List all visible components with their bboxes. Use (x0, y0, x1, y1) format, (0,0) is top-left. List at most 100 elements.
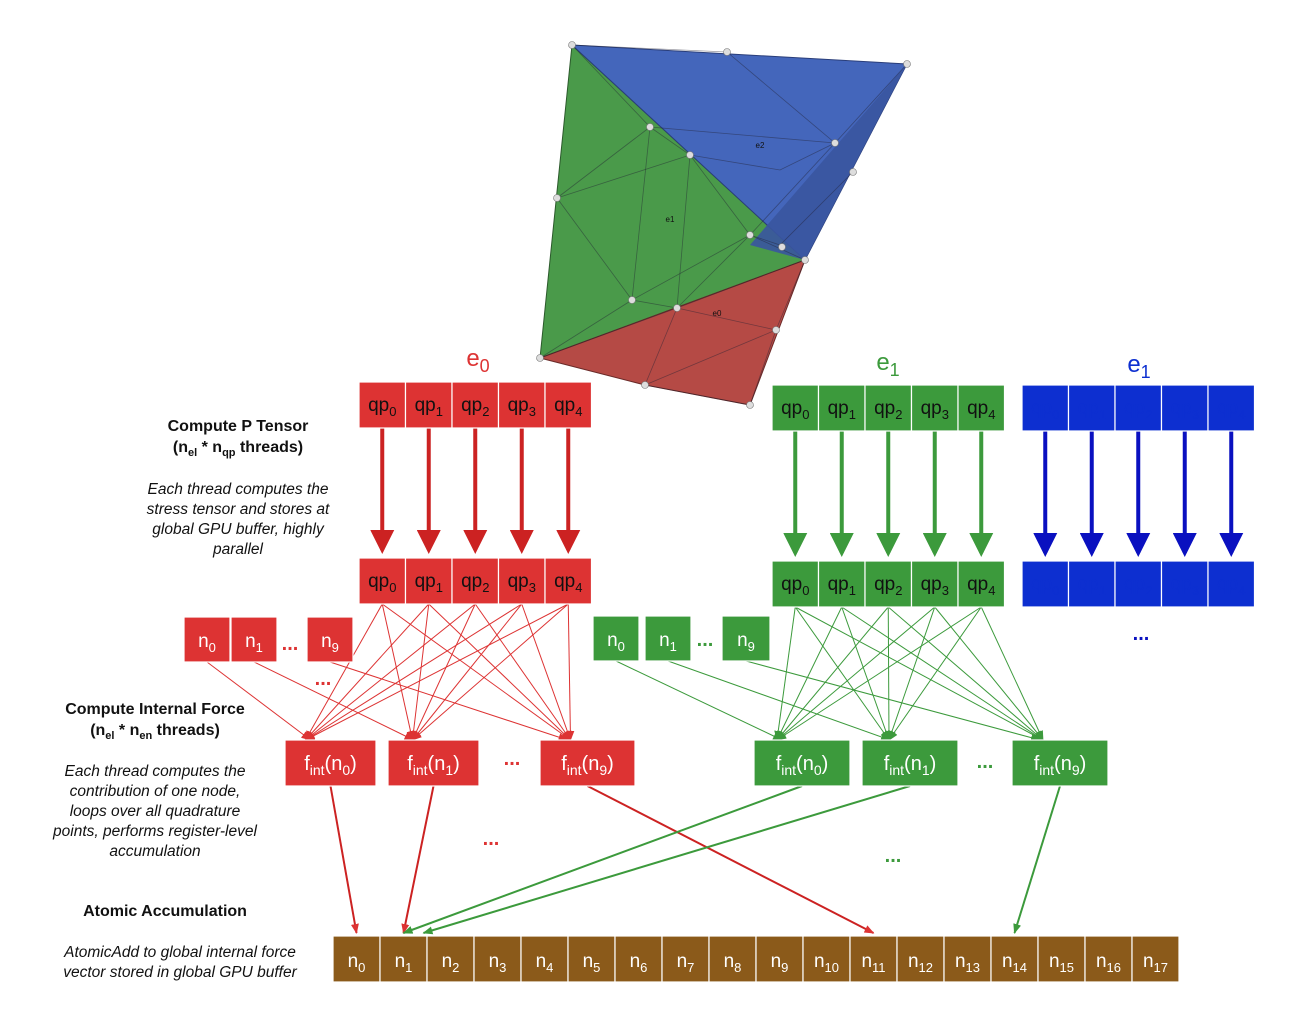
qp-label-bottom-e1-blue-1: qp1 (1078, 574, 1106, 598)
node-label-e1-1: n1 (659, 630, 677, 654)
node-to-fint-e0-1 (253, 661, 415, 741)
p-tensor-threads: (nel * nqp threads) (172, 439, 304, 460)
qp-label-top-e0-2: qp2 (461, 395, 489, 419)
global-vector-label-9: n9 (771, 951, 789, 975)
qp-to-fint-e0-1-0 (304, 603, 430, 741)
qp-to-fint-e0-0-2 (381, 603, 572, 741)
node-box-e1-1 (644, 615, 692, 662)
global-vector-cell-14 (990, 935, 1039, 983)
qp-box-bottom-e1-1 (817, 560, 866, 608)
qp-box-bottom-e1-blue-2 (1114, 560, 1163, 608)
atomic-arrow-e0-0 (329, 785, 359, 934)
p-tensor-title: Compute P Tensor (167, 418, 309, 435)
qp-box-top-e1-blue-0 (1021, 384, 1070, 432)
qp-to-fint-e1-3-2 (934, 606, 1044, 741)
fint-label-e0-1: fint(n1) (407, 753, 460, 778)
mesh-label-e1: e1 (666, 215, 675, 224)
qp-label-top-e1-blue-4: qp4 (1217, 398, 1245, 422)
qp-to-fint-e1-1-0 (776, 606, 843, 741)
node-label-e0-1: n1 (245, 631, 263, 655)
qp-box-top-e1-3 (910, 384, 959, 432)
qp-to-fint-e1-1-2 (841, 606, 1044, 741)
global-vector-cell-8 (708, 935, 757, 983)
qp-box-bottom-e1-blue-0 (1021, 560, 1070, 608)
atomic-arrow-e1-0 (402, 785, 803, 934)
qp-box-top-e1-blue-4 (1207, 384, 1256, 432)
fint-ellipsis-e0: ... (504, 748, 521, 770)
qp-label-top-e1-4: qp4 (967, 398, 995, 422)
qp-box-bottom-e0-4 (544, 557, 593, 605)
qp-box-bottom-e1-blue-1 (1067, 560, 1116, 608)
qp-label-bottom-e1-2: qp2 (874, 574, 902, 598)
qp-to-fint-e0-4-2 (566, 603, 575, 741)
qp-box-top-e1-blue-2 (1114, 384, 1163, 432)
global-vector-cell-3 (473, 935, 522, 983)
global-vector-cell-12 (896, 935, 945, 983)
global-vector-cell-5 (567, 935, 616, 983)
mesh-vertices (536, 41, 911, 409)
qp-box-top-e1-blue-1 (1067, 384, 1116, 432)
boxes (183, 381, 1256, 983)
global-vector-label-3: n3 (489, 951, 507, 975)
global-vector-cell-6 (614, 935, 663, 983)
fint-box-e0-0 (284, 739, 377, 787)
atomic-title: Atomic Accumulation (83, 903, 247, 920)
qp-label-bottom-e0-3: qp3 (508, 571, 536, 595)
qp-box-top-e0-2 (451, 381, 500, 429)
qp-label-top-e1-2: qp2 (874, 398, 902, 422)
qp-label-top-e1-blue-2: qp2 (1124, 398, 1152, 422)
global-vector-cell-15 (1037, 935, 1086, 983)
global-vector-cell-1 (379, 935, 428, 983)
qp-to-fint-e0-0-1 (381, 603, 415, 741)
force-title: Compute Internal Force (65, 701, 245, 718)
qp-label-top-e0-3: qp3 (508, 395, 536, 419)
qp-label-top-e0-0: qp0 (368, 395, 396, 419)
atomic-arrow-e0-1 (401, 785, 435, 934)
qp-label-bottom-e1-0: qp0 (781, 574, 809, 598)
qp-to-fint-e1-2-1 (884, 606, 893, 741)
qp-box-top-e1-2 (864, 384, 913, 432)
global-vector-label-15: n15 (1049, 951, 1074, 975)
node-ellipsis-e1: ... (697, 629, 714, 651)
qp-label-top-e1-3: qp3 (921, 398, 949, 422)
node-label-e0-9: n9 (321, 631, 339, 655)
global-vector-label-7: n7 (677, 951, 695, 975)
node-box-e1-0 (592, 615, 640, 662)
qp-to-fint-e0-4-1 (411, 603, 569, 741)
node-box-e0-1 (230, 616, 278, 663)
qp-to-fint-e0-2-1 (412, 603, 476, 741)
qp-to-fint-e0-2-2 (474, 603, 572, 741)
global-vector-label-8: n8 (724, 951, 742, 975)
node-label-e1-0: n0 (607, 630, 625, 654)
qp-to-fint-e1-2-0 (776, 606, 889, 741)
qp-to-fint-e1-3-1 (888, 606, 936, 741)
qp-box-bottom-e0-3 (497, 557, 546, 605)
global-vector-label-16: n16 (1096, 951, 1121, 975)
qp-label-bottom-e1-blue-2: qp2 (1124, 574, 1152, 598)
global-vector-label-10: n10 (814, 951, 839, 975)
p-tensor-description: Each thread computes the stress tensor a… (146, 481, 330, 558)
qp-to-fint-e1-1-1 (841, 606, 890, 741)
fint-box-e1-1 (861, 739, 959, 787)
qp-box-bottom-e1-blue-3 (1160, 560, 1209, 608)
global-vector-label-0: n0 (348, 951, 366, 975)
group-header-e0: e0 (466, 345, 489, 376)
qp-to-fint-e0-1-1 (409, 603, 430, 741)
global-vector-cell-7 (661, 935, 710, 983)
node-to-fint-e1-0 (615, 660, 783, 741)
fint-box-e0-1 (387, 739, 480, 787)
qp-box-top-e1-1 (817, 384, 866, 432)
qp-to-fint-e0-3-1 (411, 603, 523, 741)
node-to-fint-e1-2 (745, 660, 1041, 742)
node-box-e0-0 (183, 616, 231, 663)
qp-to-fint-e1-4-0 (776, 606, 982, 741)
atomic-arrow-e1-9 (1013, 785, 1061, 934)
blue-ellipsis: ... (1133, 623, 1150, 645)
mesh-element-e2-side (750, 64, 907, 260)
node-ellipsis-2-e0: ... (315, 668, 332, 690)
mesh-label-e2: e2 (756, 141, 765, 150)
qp-box-bottom-e1-blue-4 (1207, 560, 1256, 608)
group-header-e1: e1 (876, 349, 899, 380)
qp-box-bottom-e1-4 (957, 560, 1006, 608)
group-header-e1-blue: e1 (1127, 351, 1150, 382)
